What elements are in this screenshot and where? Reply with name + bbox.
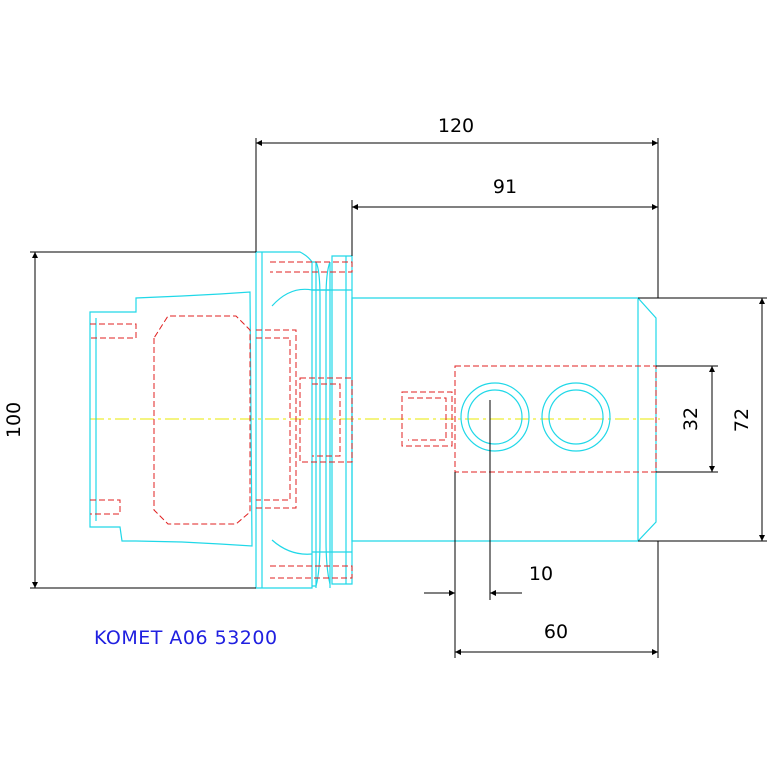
dim-value-72: 72 (731, 408, 753, 432)
collar-outline (331, 255, 353, 585)
hidden-lines (90, 261, 657, 579)
collar-pocket-inner (312, 383, 341, 457)
groove-inner (325, 261, 331, 585)
flange-slot-top (270, 261, 353, 273)
groove-outline (312, 261, 321, 587)
small-bore-inner (408, 397, 447, 441)
groove-arc (271, 288, 330, 307)
flange-slot-bottom (270, 565, 353, 579)
bore-1-outer (460, 382, 530, 452)
small-bore (401, 391, 453, 447)
caption: KOMET A06 53200 (94, 627, 278, 649)
bore-2-outer (541, 382, 611, 452)
collar-pocket (299, 377, 353, 463)
flange-bore (256, 329, 297, 509)
groove-arc-lower (271, 539, 313, 555)
part-outline (89, 251, 657, 589)
flange-bore-inner (256, 337, 291, 501)
shank-thread-bottom (90, 499, 121, 515)
dim-value-100: 100 (3, 402, 25, 438)
bore-1-inner (467, 389, 523, 445)
dim-value-120: 120 (438, 115, 474, 137)
shank-cavity (153, 315, 251, 525)
flange-outline (255, 251, 313, 589)
dim-value-91: 91 (493, 176, 517, 198)
shank-thread-top (90, 323, 137, 339)
shank-outline (89, 291, 253, 547)
dimensions (30, 138, 767, 658)
dim-value-32: 32 (680, 407, 702, 431)
dim-value-60: 60 (544, 621, 568, 643)
dim-value-10: 10 (529, 563, 553, 585)
bore-2-inner (548, 389, 604, 445)
